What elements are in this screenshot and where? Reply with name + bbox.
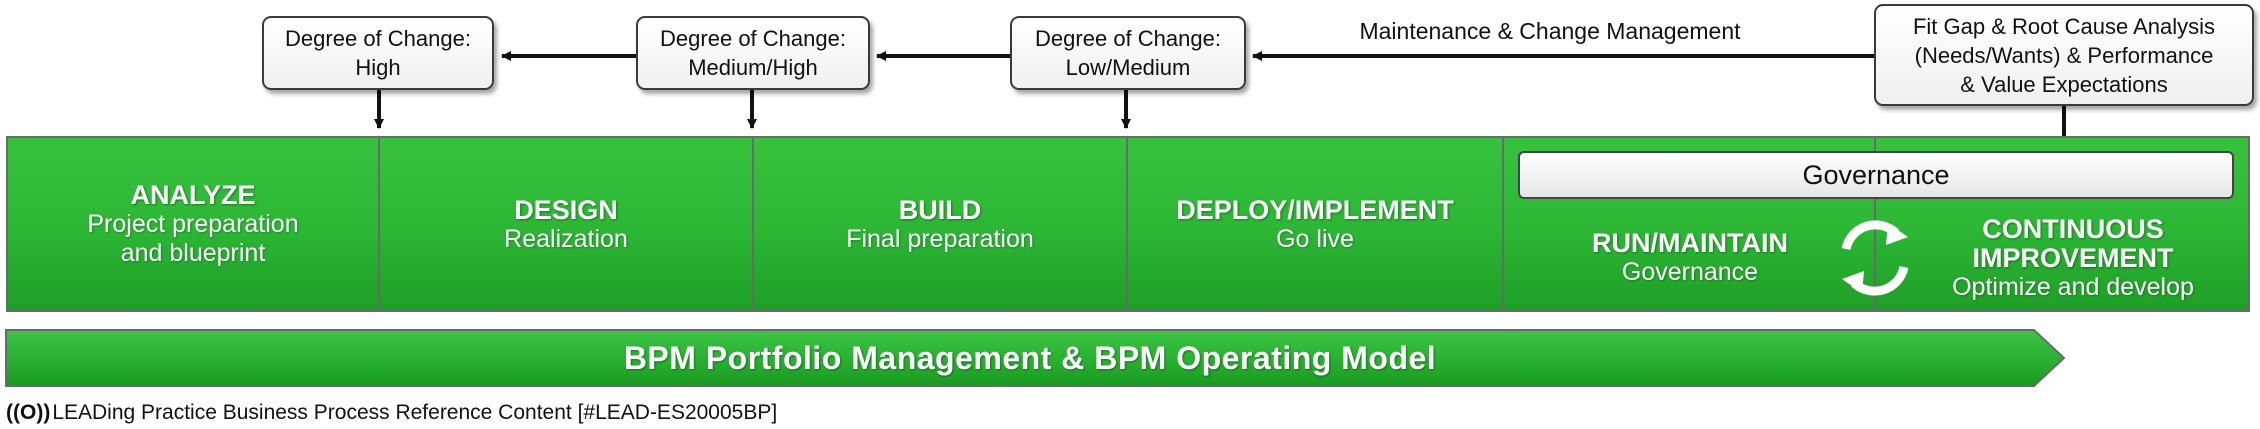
callout-fit-gap-analysis: Fit Gap & Root Cause Analysis (Needs/Wan… [1874,4,2254,106]
callout-medium-high-line1: Degree of Change: [660,26,846,51]
governance-label: Governance [1802,159,1950,190]
continuous-improvement-title-line1: CONTINUOUS [1982,213,2164,244]
phase-build: BUILD Final preparation [752,136,1128,312]
phase-design-title: DESIGN [514,194,618,225]
phase-analyze: ANALYZE Project preparation and blueprin… [6,136,380,312]
run-maintain-subtitle: Governance [1621,258,1759,286]
callout-high-line2: High [355,55,401,80]
phase-deploy-title: DEPLOY/IMPLEMENT [1176,194,1454,225]
run-maintain-title: RUN/MAINTAIN [1592,228,1788,258]
run-maintain: RUN/MAINTAIN Governance [1530,218,1850,298]
callout-low-medium-line1: Degree of Change: [1035,26,1221,51]
callout-fit-gap-line3: & Value Expectations [1960,71,2168,97]
callout-fit-gap-line2: (Needs/Wants) & Performance [1914,42,2214,68]
phase-analyze-subtitle-line1: Project preparation [87,210,299,238]
footer: ((O)) LEADing Practice Business Process … [6,400,777,426]
callout-degree-medium-high: Degree of Change: Medium/High [636,16,870,90]
maintenance-flow-label: Maintenance & Change Management [1359,18,1741,44]
lead-logo-icon: ((O)) [6,401,51,424]
callout-degree-low-medium: Degree of Change: Low/Medium [1010,16,1246,90]
phase-deploy: DEPLOY/IMPLEMENT Go live [1126,136,1504,312]
cycle-arrows-icon [1841,220,1909,296]
banner-arrow [5,329,2066,387]
footer-text: LEADing Practice Business Process Refere… [52,401,778,424]
bpm-banner-label: BPM Portfolio Management & BPM Operating… [623,339,1437,376]
continuous-improvement: CONTINUOUS IMPROVEMENT Optimize and deve… [1908,210,2238,306]
phase-build-title: BUILD [898,194,982,225]
phase-deploy-subtitle: Go live [1276,224,1354,253]
phase-build-subtitle: Final preparation [846,224,1034,253]
callout-high-line1: Degree of Change: [285,26,471,51]
phase-analyze-title: ANALYZE [130,180,256,210]
phase-analyze-subtitle-line2: and blueprint [120,239,266,267]
callout-low-medium-line2: Low/Medium [1065,55,1191,80]
phase-design: DESIGN Realization [378,136,754,312]
continuous-improvement-title-line2: IMPROVEMENT [1972,242,2174,273]
callout-fit-gap-line1: Fit Gap & Root Cause Analysis [1912,13,2216,39]
callout-degree-high: Degree of Change: High [262,16,494,90]
phase-design-subtitle: Realization [504,224,628,253]
callout-medium-high-line2: Medium/High [688,55,818,80]
governance-box: Governance [1518,151,2234,199]
continuous-improvement-subtitle: Optimize and develop [1952,272,2194,301]
